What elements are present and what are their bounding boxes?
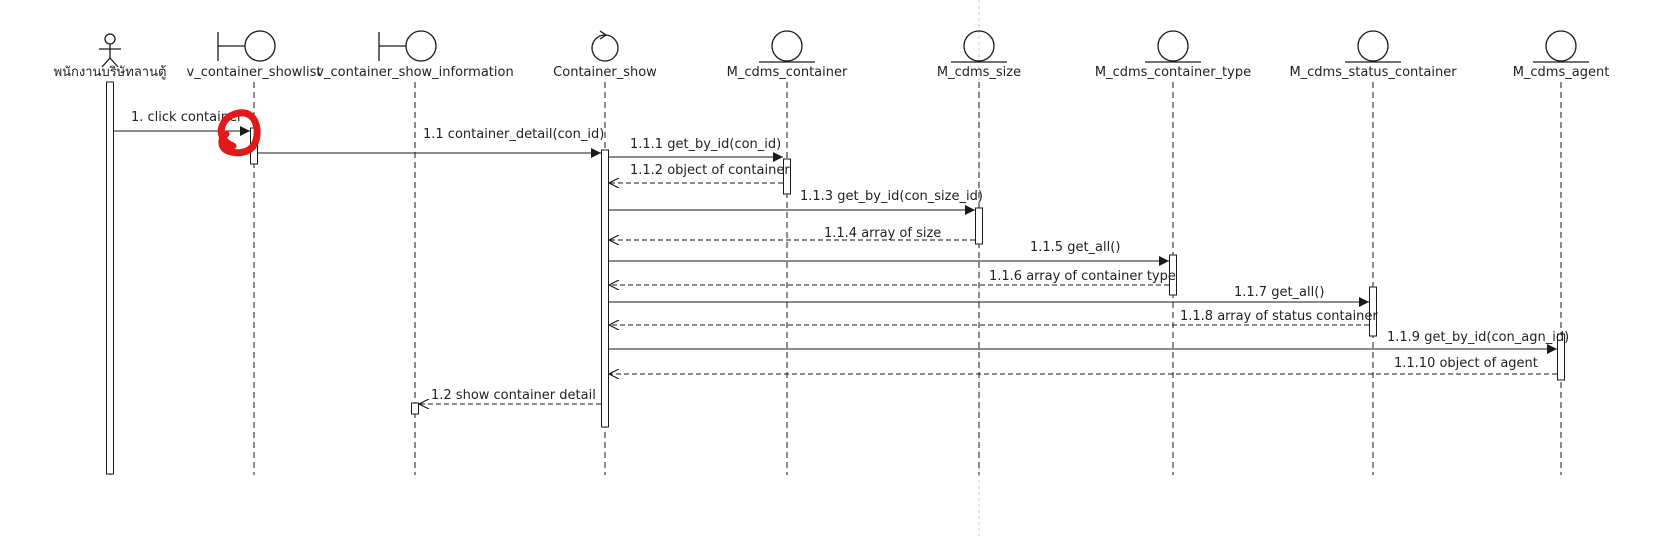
entity-icon [1345, 30, 1401, 63]
message-label: 1.1.5 get_all() [1030, 240, 1120, 255]
message-label: 1.1.8 array of status container [1180, 309, 1378, 324]
message-label: 1.1 container_detail(con_id) [423, 127, 604, 142]
red-circle-annotation [217, 109, 261, 157]
activation-bar [601, 149, 609, 428]
participant-label-m-cdms-container-type: M_cdms_container_type [1095, 65, 1251, 80]
boundary-icon [378, 30, 437, 62]
participant-label-m-cdms-status-container: M_cdms_status_container [1289, 65, 1457, 80]
activation-bar [411, 402, 419, 415]
entity-icon [759, 30, 815, 63]
message-label: 1.1.3 get_by_id(con_size_id) [800, 189, 983, 204]
entity-icon [951, 30, 1007, 63]
activation-bar [783, 158, 791, 195]
message-label: 1.1.6 array of container type [989, 269, 1176, 284]
participant-label-m-cdms-container: M_cdms_container [727, 65, 848, 80]
message-label: 1. click container [131, 110, 243, 125]
entity-icon [1533, 30, 1589, 63]
participant-label-m-cdms-size: M_cdms_size [937, 65, 1021, 80]
activation-bar [1557, 333, 1565, 381]
message-label: 1.1.2 object of container [630, 163, 790, 178]
message-label: 1.1.1 get_by_id(con_id) [630, 137, 781, 152]
participant-label-v-container-show-information: v_container_show_information [316, 65, 513, 80]
entity-icon [1145, 30, 1201, 63]
message-label: 1.1.4 array of size [824, 226, 941, 241]
boundary-icon [217, 30, 276, 62]
actor-icon [99, 33, 121, 68]
activation-bar [1369, 286, 1377, 337]
activation-bar [975, 207, 983, 245]
participant-label-container-show: Container_show [553, 65, 657, 80]
activation-bar [106, 81, 114, 475]
participant-label-v-container-showlist: v_container_showlist [187, 65, 322, 80]
message-label: 1.1.9 get_by_id(con_agn_id) [1387, 330, 1569, 345]
participant-label-m-cdms-agent: M_cdms_agent [1513, 65, 1610, 80]
message-label: 1.1.7 get_all() [1234, 285, 1324, 300]
participant-label-actor: พนักงานบริษัทลานตู้ [54, 65, 167, 80]
activation-bar [1169, 254, 1177, 296]
control-icon [591, 30, 619, 62]
message-label: 1.1.10 object of agent [1394, 356, 1538, 371]
message-label: 1.2 show container detail [431, 388, 596, 403]
